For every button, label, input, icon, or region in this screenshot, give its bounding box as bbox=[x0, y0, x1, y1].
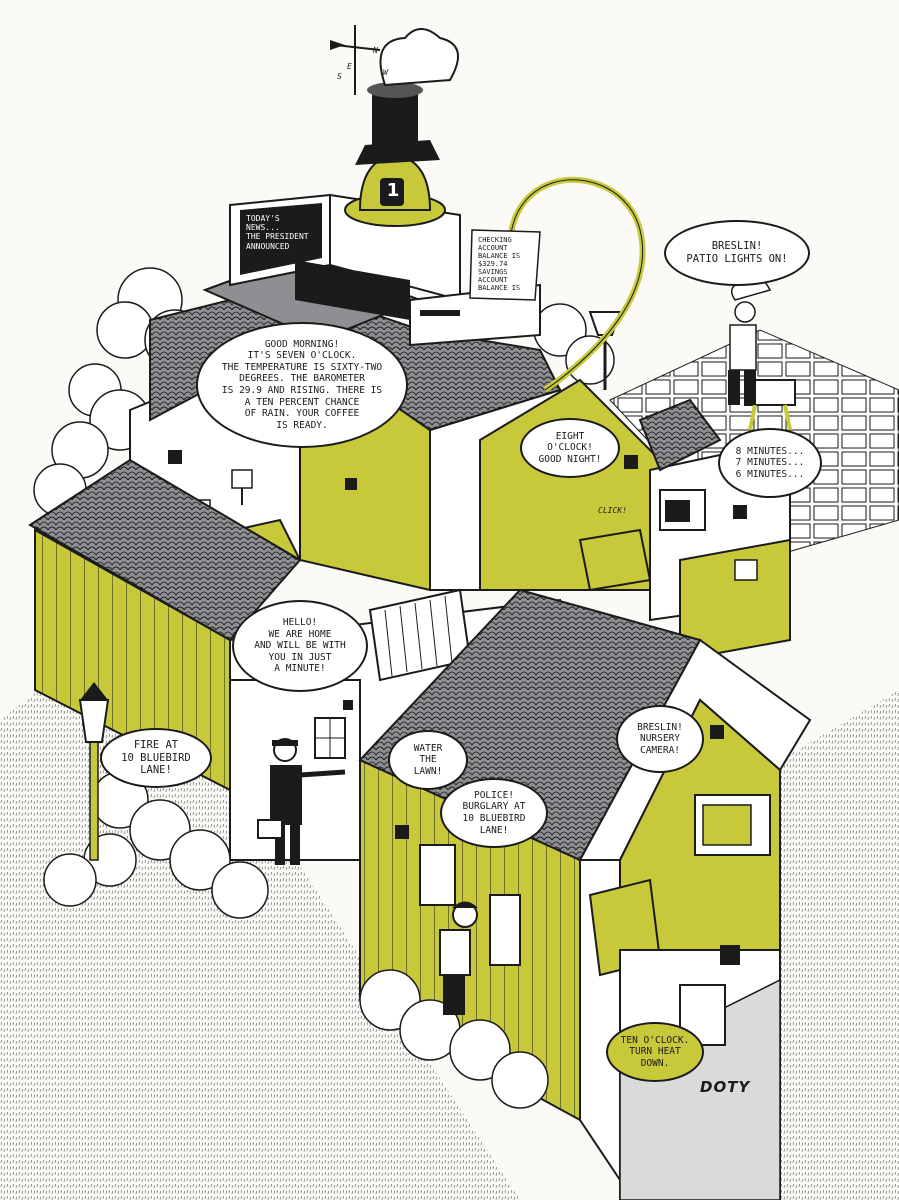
weather-vane-n: N bbox=[373, 46, 378, 55]
patio-lights-text: BRESLIN! PATIO LIGHTS ON! bbox=[686, 240, 788, 265]
weather-vane-s: S bbox=[337, 72, 342, 81]
eight-oclock-text: EIGHT O'CLOCK! GOOD NIGHT! bbox=[538, 430, 602, 465]
nursery-camera-text: BRESLIN! NURSERY CAMERA! bbox=[637, 721, 683, 756]
speech-bubble-hello-home: HELLO! WE ARE HOME AND WILL BE WITH YOU … bbox=[232, 600, 368, 692]
police-text: POLICE! BURGLARY AT 10 BLUEBIRD LANE! bbox=[462, 789, 526, 836]
minutes-text: 8 MINUTES... 7 MINUTES... 6 MINUTES... bbox=[735, 445, 805, 480]
speech-bubble-good-morning: GOOD MORNING! IT'S SEVEN O'CLOCK. THE TE… bbox=[196, 322, 408, 448]
fire-helmet-number: 1 bbox=[386, 180, 400, 201]
fire-text: FIRE AT 10 BLUEBIRD LANE! bbox=[121, 738, 191, 777]
lamp-post bbox=[78, 682, 110, 861]
hat-stack bbox=[330, 25, 459, 227]
businessman-figure bbox=[257, 738, 346, 865]
hedges bbox=[43, 771, 549, 1109]
speech-bubble-water-lawn: WATER THE LAWN! bbox=[388, 730, 468, 790]
speech-bubble-fire: FIRE AT 10 BLUEBIRD LANE! bbox=[100, 728, 212, 788]
artist-signature: DOTY bbox=[700, 1078, 751, 1096]
speech-bubble-eight-oclock: EIGHT O'CLOCK! GOOD NIGHT! bbox=[520, 418, 620, 478]
weather-vane-e: E bbox=[347, 62, 352, 71]
hello-home-text: HELLO! WE ARE HOME AND WILL BE WITH YOU … bbox=[254, 617, 346, 675]
printer-readout: CHECKING ACCOUNT BALANCE IS $329.74 SAVI… bbox=[478, 236, 521, 293]
computer-screen-text: TODAY'S NEWS... THE PRESIDENT ANNOUNCED bbox=[246, 214, 309, 251]
intercom-speakers bbox=[168, 450, 747, 839]
water-lawn-text: WATER THE LAWN! bbox=[413, 742, 443, 777]
good-morning-text: GOOD MORNING! IT'S SEVEN O'CLOCK. THE TE… bbox=[221, 338, 383, 431]
heat-down-text: TEN O'CLOCK. TURN HEAT DOWN. bbox=[620, 1034, 690, 1069]
speech-bubble-nursery-camera: BRESLIN! NURSERY CAMERA! bbox=[616, 705, 704, 773]
speech-bubble-patio-lights: BRESLIN! PATIO LIGHTS ON! bbox=[664, 220, 810, 286]
speech-bubble-heat-down: TEN O'CLOCK. TURN HEAT DOWN. bbox=[606, 1022, 704, 1082]
burglar-figure bbox=[439, 901, 478, 1015]
speech-bubble-minutes: 8 MINUTES... 7 MINUTES... 6 MINUTES... bbox=[718, 428, 822, 498]
living-room bbox=[579, 698, 781, 1200]
weather-vane-w: W bbox=[383, 68, 388, 77]
click-sound-label: CLICK! bbox=[598, 506, 627, 515]
speech-bubble-police: POLICE! BURGLARY AT 10 BLUEBIRD LANE! bbox=[440, 778, 548, 848]
